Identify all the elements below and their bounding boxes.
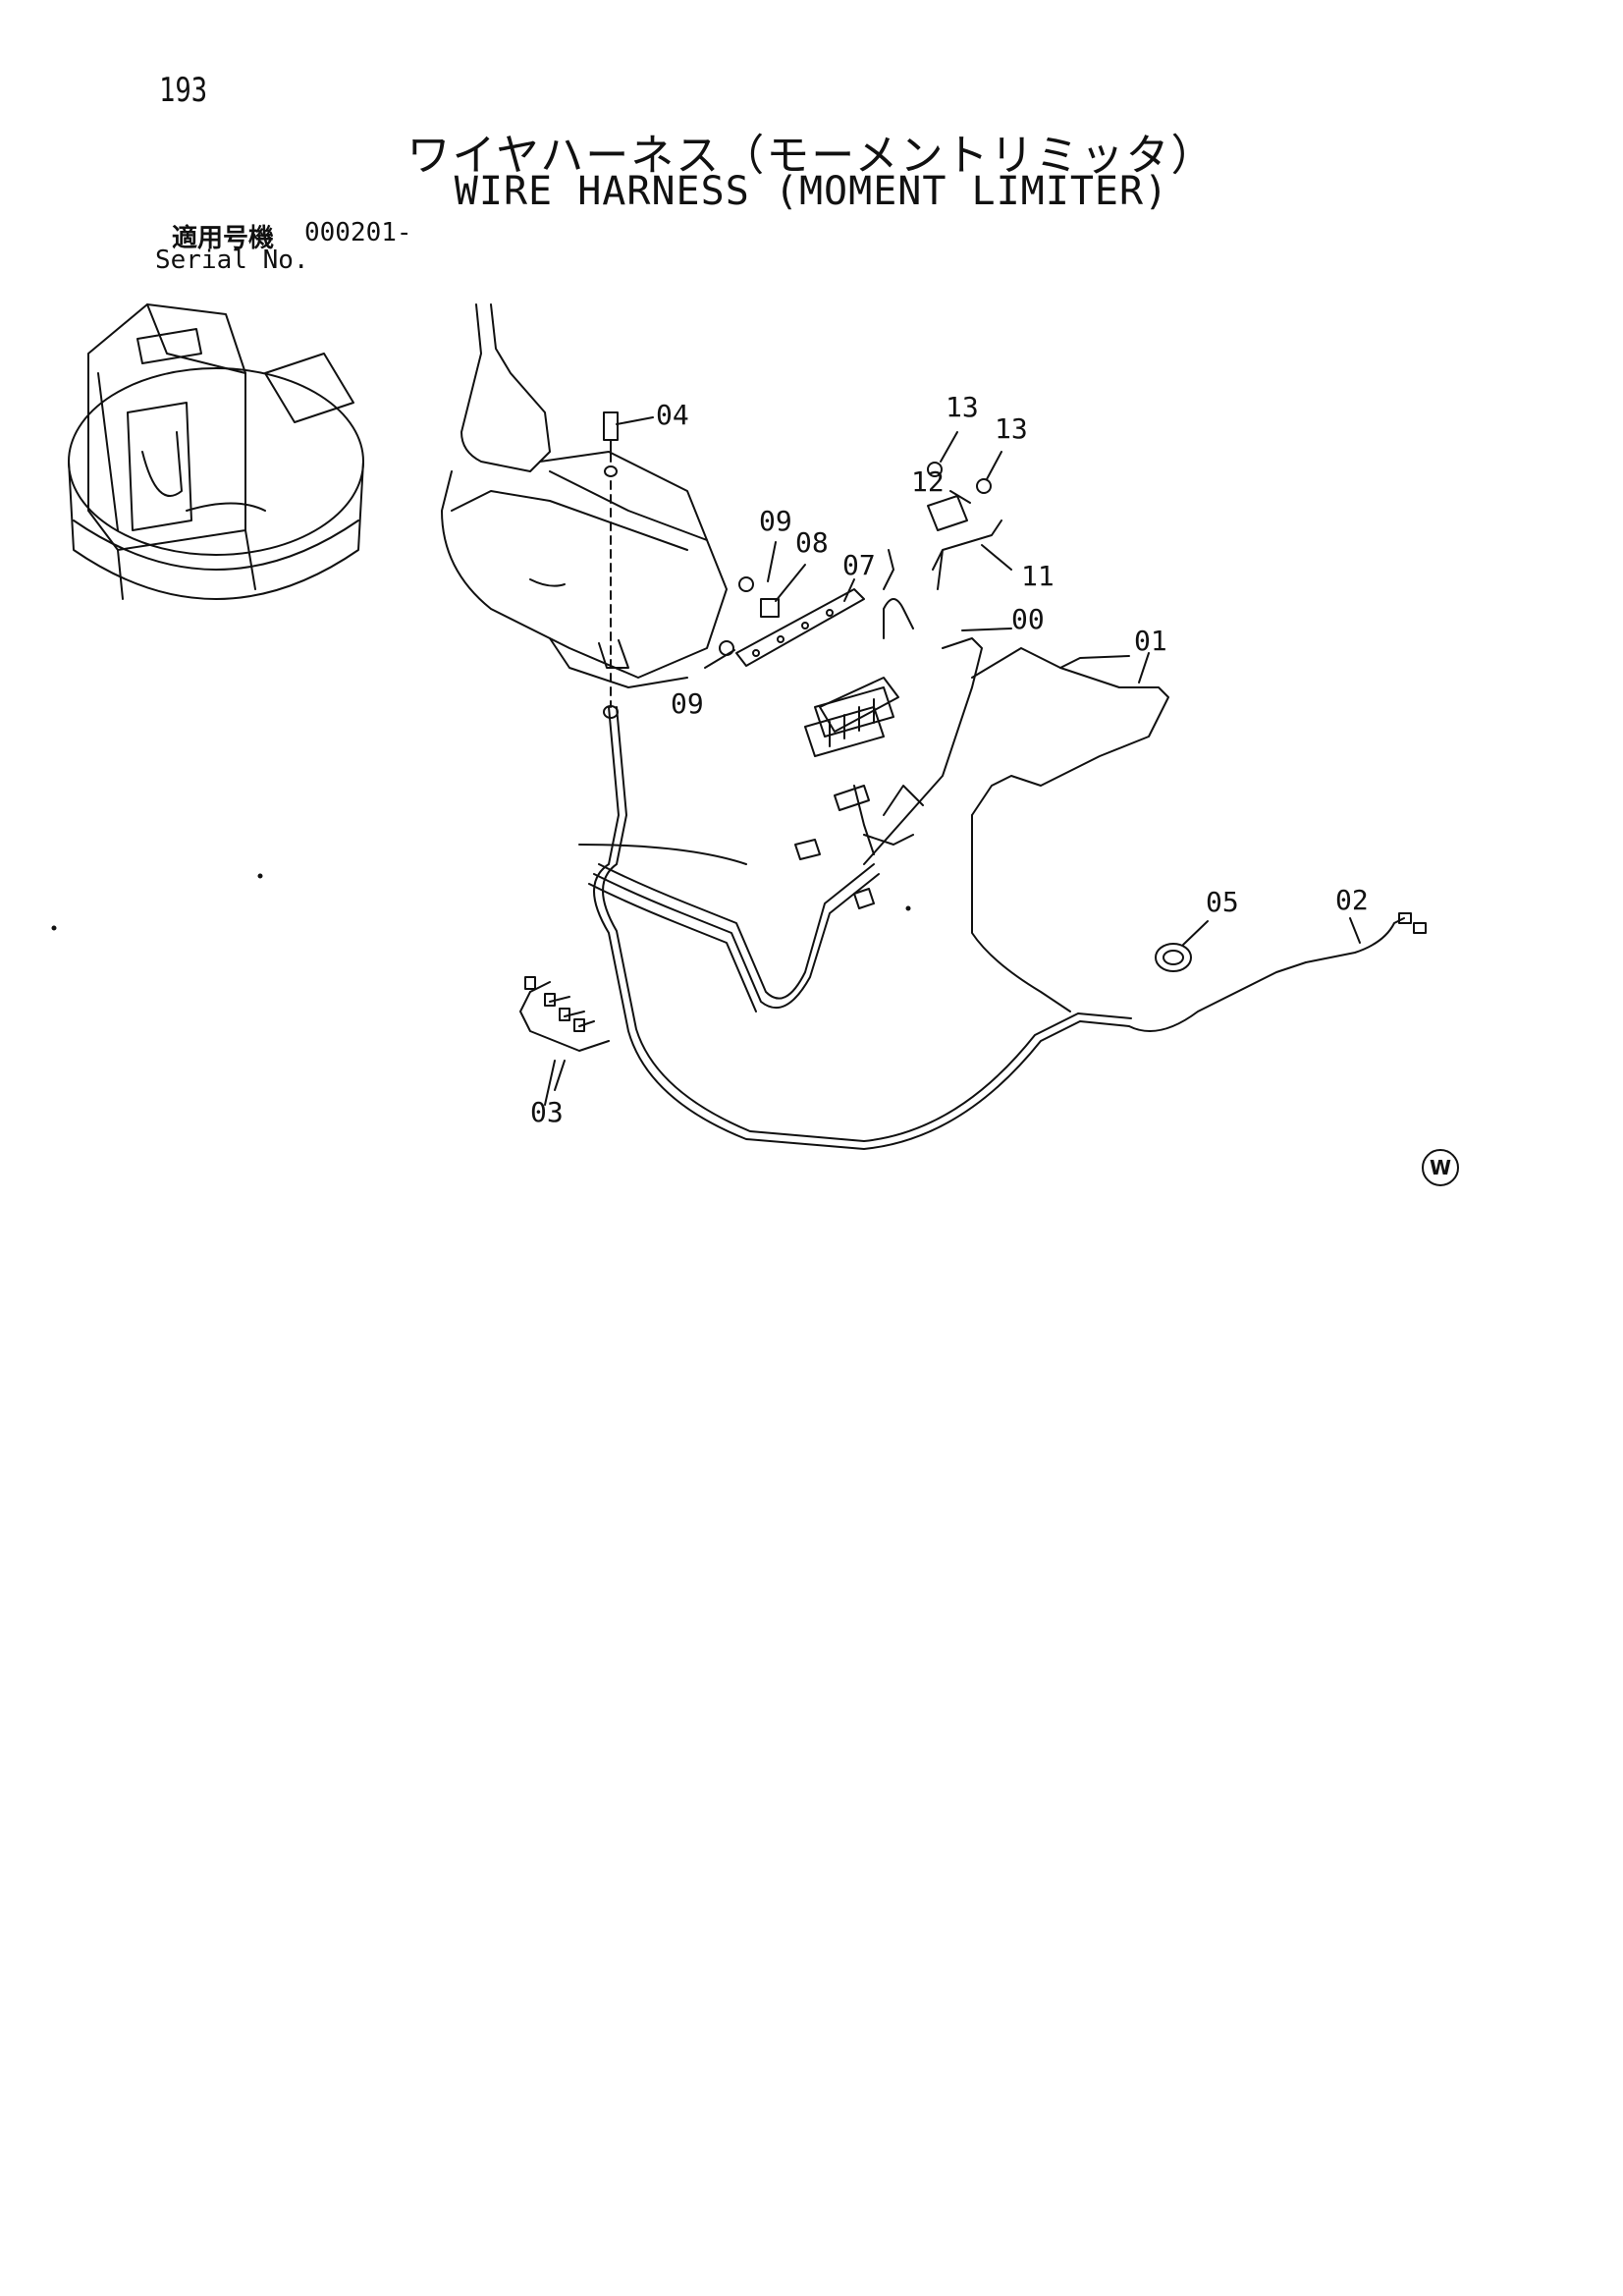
relay-08: [760, 598, 780, 618]
part-label-04: 04: [656, 399, 689, 431]
bracket-11: [932, 519, 1002, 590]
part-label-12: 12: [911, 465, 945, 498]
print-dot: [257, 873, 263, 879]
part-label-09-lower: 09: [671, 687, 704, 720]
part-labels: 04 09 08 07 09 00 01 05 02 03 12 11 13 1…: [530, 391, 1369, 1128]
part-label-02: 02: [1335, 884, 1369, 916]
part-label-09-upper: 09: [759, 505, 792, 537]
part-label-11: 11: [1021, 560, 1055, 592]
title-japanese: ワイヤハーネス（モーメントリミッタ）: [406, 131, 1217, 181]
harness-connector-cluster: [794, 686, 924, 909]
main-harness-wires: [578, 598, 1307, 1150]
part-label-07: 07: [842, 549, 876, 581]
bolt-09: [719, 576, 754, 656]
unit-12: [927, 495, 968, 531]
part-label-01: 01: [1134, 625, 1167, 657]
relay-block: [819, 549, 899, 747]
part-label-13-left: 13: [946, 391, 979, 423]
switch-04: [603, 411, 619, 719]
bracket-07: [735, 588, 865, 667]
clamp-05: [1155, 943, 1192, 972]
clamp-05-inner: [1163, 950, 1184, 965]
sub-harness-02: [1305, 912, 1427, 963]
print-dot: [905, 905, 911, 911]
serial-label-japanese: 適用号機: [172, 224, 275, 253]
bolt-13: [927, 462, 992, 494]
leader-lines: [544, 416, 1361, 1106]
part-label-13-right: 13: [995, 412, 1028, 445]
control-stand-illustration: [441, 303, 728, 688]
excavator-overview-illustration: [68, 303, 364, 600]
sub-harness-03: [519, 976, 610, 1091]
part-label-03: 03: [530, 1096, 564, 1128]
print-dot: [51, 925, 57, 931]
serial-number: 000201-: [304, 218, 412, 247]
serial-label-english: Serial No.: [155, 246, 309, 275]
title-english: WIRE HARNESS (MOMENT LIMITER): [454, 169, 1169, 214]
page-number: 193: [159, 71, 208, 110]
part-label-05: 05: [1206, 886, 1239, 918]
part-label-00: 00: [1011, 603, 1045, 635]
part-label-08: 08: [795, 526, 829, 559]
watermark-w: W: [1422, 1149, 1459, 1186]
